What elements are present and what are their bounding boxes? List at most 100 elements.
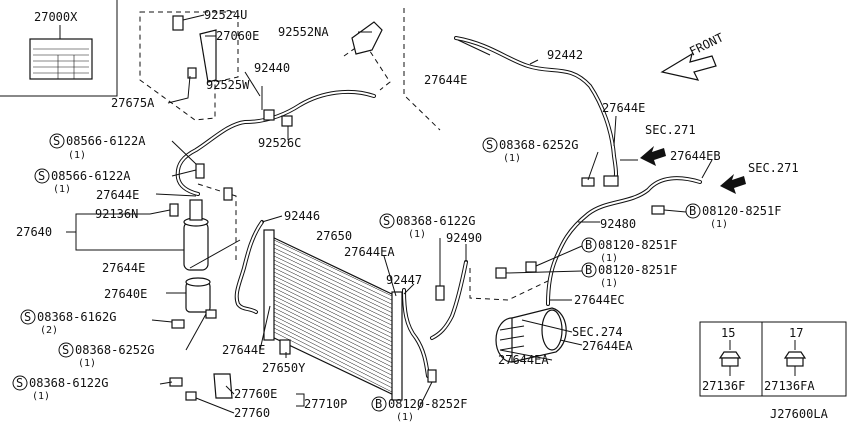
part-92525w[interactable]: 92525W xyxy=(206,78,250,92)
part-27060e[interactable]: 27060E xyxy=(216,29,259,43)
marker-s-08368-6122g-a: S xyxy=(383,214,390,228)
condenser-fin xyxy=(273,291,393,351)
connector-08368-6252g-r-icon xyxy=(603,175,619,187)
part-27710p[interactable]: 27710P xyxy=(304,397,347,411)
part-08368-6122g-lower[interactable]: 08368-6122G xyxy=(29,376,108,390)
clip-92526c-icon xyxy=(281,115,293,127)
condenser-fin xyxy=(273,303,393,364)
part-08120-8252f[interactable]: 08120-8252F xyxy=(388,397,467,411)
part-27675a[interactable]: 27675A xyxy=(111,96,155,110)
part-27644e-top[interactable]: 27644E xyxy=(424,73,467,87)
condenser-fin xyxy=(273,247,393,305)
inset-col1-part[interactable]: 27136F xyxy=(702,379,745,393)
part-92440[interactable]: 92440 xyxy=(254,61,290,75)
part-92446[interactable]: 92446 xyxy=(284,209,320,223)
qty-08368-6122g-lower: (1) xyxy=(32,391,50,402)
part-27644eb[interactable]: 27644EB xyxy=(670,149,721,163)
condenser-fin xyxy=(273,271,393,330)
cushion-27650y-icon xyxy=(279,339,291,355)
part-08120-8251f-c[interactable]: 08120-8251F xyxy=(598,263,677,277)
clip-92525w-icon xyxy=(263,109,275,121)
part-08368-6252g-right[interactable]: 08368-6252G xyxy=(499,138,578,152)
part-92442[interactable]: 92442 xyxy=(547,48,583,62)
part-92480[interactable]: 92480 xyxy=(600,217,636,231)
condenser-right-tank-icon xyxy=(391,291,403,401)
marker-b-08120-8251f-b: B xyxy=(585,238,592,252)
condenser-fin xyxy=(273,299,393,359)
part-92136n[interactable]: 92136N xyxy=(95,207,138,221)
qty-08566-6122a-upper: (1) xyxy=(68,150,86,161)
part-27644ea-b[interactable]: 27644EA xyxy=(582,339,633,353)
marker-s-08566-b: S xyxy=(38,169,45,183)
pipe-92442-group xyxy=(454,36,618,186)
condenser-fin xyxy=(273,287,393,347)
part-92490[interactable]: 92490 xyxy=(446,231,482,245)
inset-col1-number: 15 xyxy=(721,326,735,340)
part-08120-8251f-a[interactable]: 08120-8251F xyxy=(702,204,781,218)
inset-table: 15 17 27136F 27136FA xyxy=(699,321,847,397)
receiver-drier-27640 xyxy=(183,199,209,271)
condenser-fin xyxy=(273,263,393,322)
part-08566-6122a-lower[interactable]: 08566-6122A xyxy=(51,169,131,183)
marker-b-08120-8251f-c: B xyxy=(585,263,592,277)
diagram-id: J27600LA xyxy=(770,407,829,421)
condenser-fin xyxy=(273,255,393,313)
part-27644ea-a[interactable]: 27644EA xyxy=(344,245,395,259)
part-92447[interactable]: 92447 xyxy=(386,273,422,287)
part-92526c[interactable]: 92526C xyxy=(258,136,301,150)
dashed-frame-bracket xyxy=(139,11,239,121)
dashed-frame-92552na xyxy=(343,41,391,91)
part-27650y[interactable]: 27650Y xyxy=(262,361,306,375)
part-08566-6122a-upper[interactable]: 08566-6122A xyxy=(66,134,146,148)
dashed-frame-receiver xyxy=(197,183,237,260)
condenser-fin xyxy=(273,251,393,309)
front-arrow-group: FRONT xyxy=(660,30,726,81)
part-27000x[interactable]: 27000X xyxy=(34,10,78,24)
sec-274[interactable]: SEC.274 xyxy=(572,325,623,339)
part-27760e[interactable]: 27760E xyxy=(234,387,277,401)
part-27644e-left[interactable]: 27644E xyxy=(96,188,139,202)
qty-08120-8251f-a: (1) xyxy=(710,219,728,230)
sec-271-a[interactable]: SEC.271 xyxy=(645,123,696,137)
clip-27675a-icon xyxy=(187,67,197,79)
part-08368-6252g-left[interactable]: 08368-6252G xyxy=(75,343,154,357)
label-27000x-group: 27000X xyxy=(0,0,118,97)
part-27644ea-c[interactable]: 27644EA xyxy=(498,353,549,367)
condenser-fin xyxy=(273,267,393,326)
marker-s-08368-6162g: S xyxy=(24,310,31,324)
condenser-fin xyxy=(273,331,393,393)
bracket-92552na-icon xyxy=(351,21,383,55)
sec-271-b[interactable]: SEC.271 xyxy=(748,161,799,175)
o-ring-17-icon xyxy=(783,351,807,376)
o-ring-15-icon xyxy=(718,351,742,376)
part-92524u[interactable]: 92524U xyxy=(204,8,247,22)
pipe-92480-group xyxy=(546,176,702,306)
bolt-08120-8251f-c-icon xyxy=(525,261,537,273)
part-27644ec[interactable]: 27644EC xyxy=(574,293,625,307)
condenser-fin xyxy=(273,259,393,318)
part-08368-6162g[interactable]: 08368-6162G xyxy=(37,310,116,324)
marker-s-08368-6122g-b: S xyxy=(16,376,23,390)
bolt-08368-6252g-l-icon xyxy=(205,309,217,319)
qty-08120-8251f-b: (1) xyxy=(600,253,618,264)
part-92552na[interactable]: 92552NA xyxy=(278,25,329,39)
part-27650[interactable]: 27650 xyxy=(316,229,352,243)
part-27644e-right[interactable]: 27644E xyxy=(602,101,645,115)
condenser-fin xyxy=(273,323,393,384)
warning-label-icon xyxy=(29,38,93,80)
marker-s-08566-a: S xyxy=(53,134,60,148)
part-08120-8251f-b[interactable]: 08120-8251F xyxy=(598,238,677,252)
inset-col2-number: 17 xyxy=(789,326,803,340)
part-27640e[interactable]: 27640E xyxy=(104,287,147,301)
bolt-08368-6162g-icon xyxy=(171,319,185,329)
part-27640[interactable]: 27640 xyxy=(16,225,52,239)
leader-lines xyxy=(66,14,713,414)
clip-92524u-icon xyxy=(172,15,184,31)
part-08368-6122g-upper[interactable]: 08368-6122G xyxy=(396,214,475,228)
bracket-27760-icon xyxy=(213,373,233,399)
part-27644e-bottom[interactable]: 27644E xyxy=(222,343,265,357)
part-27644e-left2[interactable]: 27644E xyxy=(102,261,145,275)
condenser-fin xyxy=(273,315,393,376)
inset-col2-part[interactable]: 27136FA xyxy=(764,379,815,393)
part-27760[interactable]: 27760 xyxy=(234,406,270,420)
